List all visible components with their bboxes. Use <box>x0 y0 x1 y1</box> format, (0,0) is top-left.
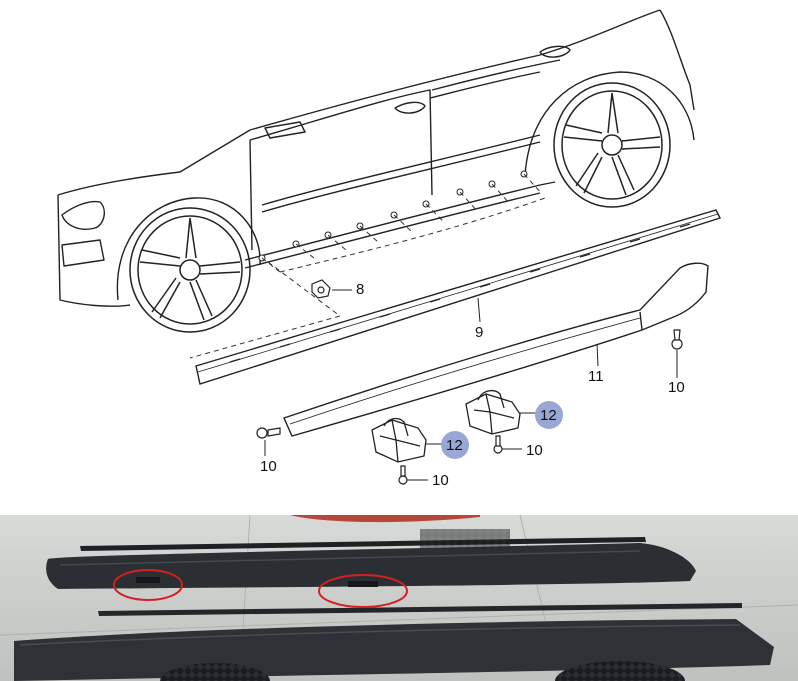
callout-12-lower-highlight <box>441 431 469 459</box>
dashed-alignment-lines <box>189 173 546 359</box>
callout-11: 11 <box>588 368 604 385</box>
grille-piece-left <box>160 663 270 681</box>
parts-exploded-diagram: 8 9 11 10 10 10 10 12 12 <box>57 9 721 489</box>
part-12-bracket-upper <box>465 389 521 435</box>
callout-9: 9 <box>475 324 483 341</box>
grille-piece-right <box>555 661 685 681</box>
car-body-outline <box>57 9 695 307</box>
screw-10-right-icon <box>671 329 683 350</box>
red-circle-clip-right <box>318 574 408 608</box>
part-9-sill-strip <box>195 209 721 385</box>
rear-wheel <box>553 82 671 208</box>
screw-10-left-icon <box>256 427 281 439</box>
sill-parts-photo <box>0 515 798 681</box>
bolt-8-icon <box>311 279 331 299</box>
trim-strip-lower <box>98 603 742 616</box>
front-wheel <box>129 207 251 333</box>
callout-12-lower: 12 <box>446 437 463 454</box>
callout-10-left: 10 <box>260 458 277 475</box>
sill-panel-upper <box>46 543 697 589</box>
fastener-screws <box>256 279 683 485</box>
part-11-sill-cover <box>283 262 709 437</box>
car-edge <box>290 515 480 523</box>
screw-10-low-icon <box>493 435 503 454</box>
part-12-bracket-lower <box>371 417 427 463</box>
callout-8: 8 <box>356 281 364 298</box>
callout-10-mid: 10 <box>432 472 449 489</box>
red-circle-clip-left <box>113 569 183 601</box>
callout-10-low: 10 <box>526 442 543 459</box>
screw-10-mid-icon <box>398 465 408 485</box>
callout-10-right: 10 <box>668 379 685 396</box>
callout-12-upper: 12 <box>540 407 557 424</box>
callout-12-upper-highlight <box>535 401 563 429</box>
